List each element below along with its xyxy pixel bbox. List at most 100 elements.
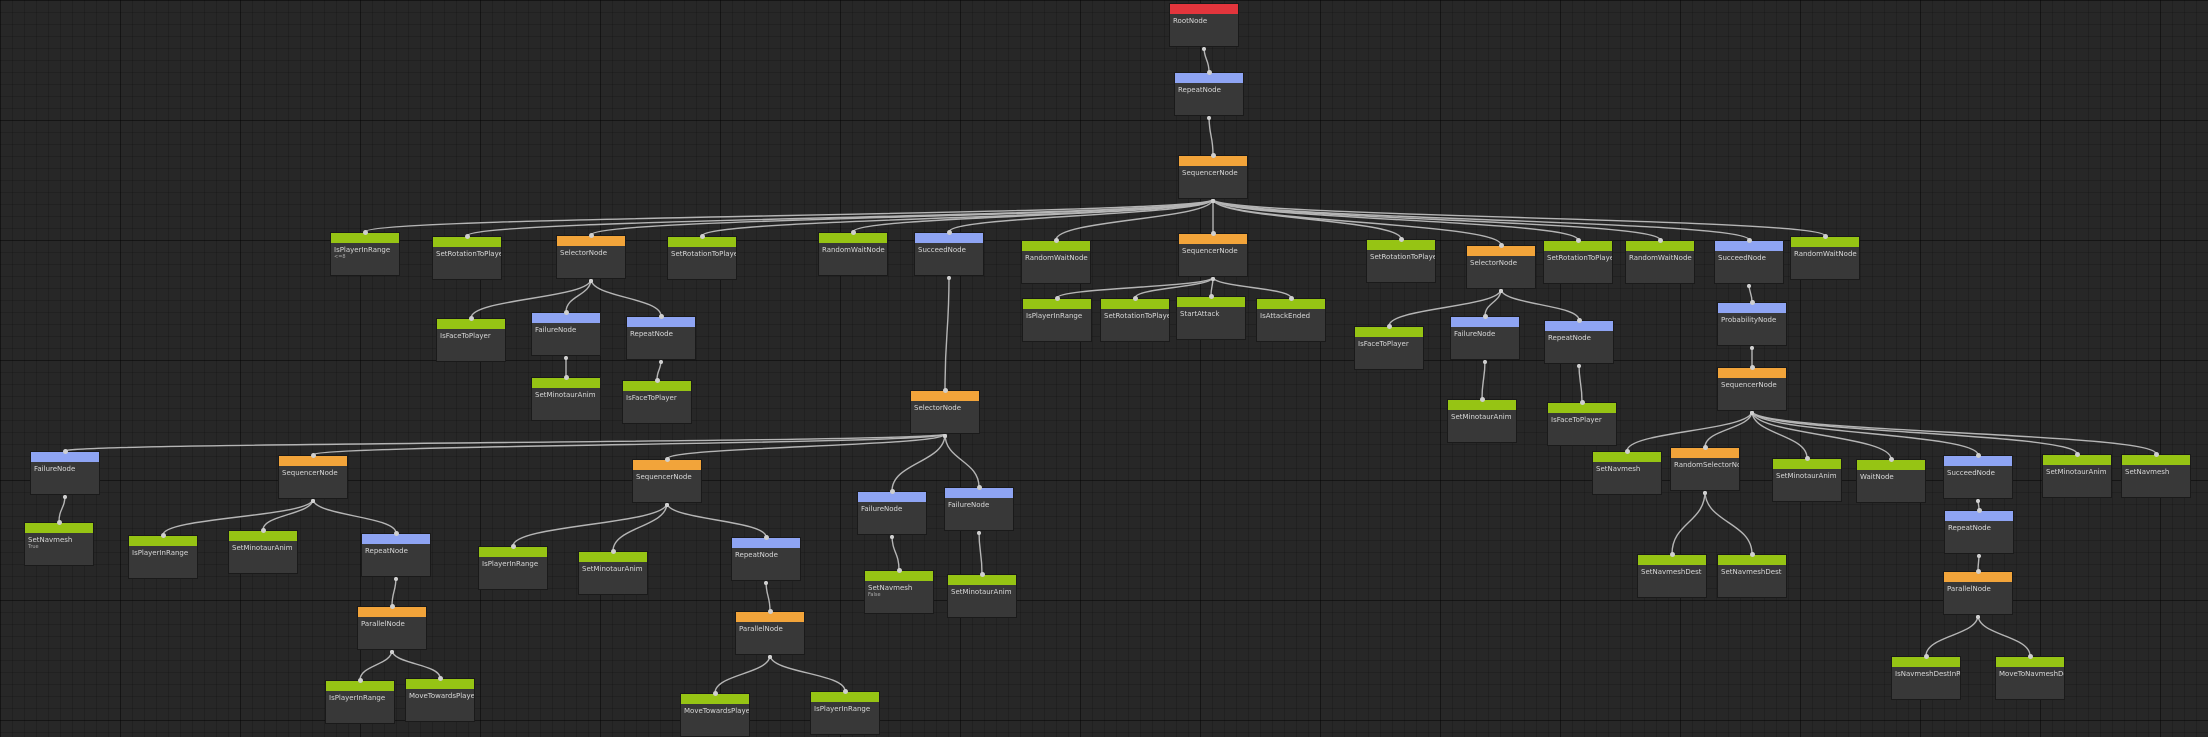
- input-port[interactable]: [1580, 400, 1585, 405]
- input-port[interactable]: [390, 604, 395, 609]
- input-port[interactable]: [1805, 456, 1810, 461]
- input-port[interactable]: [1387, 324, 1392, 329]
- node-action[interactable]: IsPlayerInRange: [1022, 296, 1092, 342]
- node-decorator[interactable]: SucceedNode: [1943, 453, 2013, 499]
- input-port[interactable]: [2154, 452, 2159, 457]
- input-port[interactable]: [57, 520, 62, 525]
- node-composite[interactable]: ParallelNode: [357, 604, 427, 650]
- node-composite[interactable]: ParallelNode: [1943, 569, 2013, 615]
- node-decorator[interactable]: SucceedNode: [1714, 238, 1784, 284]
- node-action[interactable]: IsFaceToPlayer: [622, 378, 692, 424]
- input-port[interactable]: [438, 676, 443, 681]
- input-port[interactable]: [1750, 365, 1755, 370]
- node-action[interactable]: IsFaceToPlayer: [1354, 324, 1424, 370]
- node-decorator[interactable]: FailureNode: [944, 485, 1014, 531]
- node-action[interactable]: RandomWaitNode: [1625, 238, 1695, 284]
- node-action[interactable]: SetMinotaurAnim: [2042, 452, 2112, 498]
- input-port[interactable]: [768, 609, 773, 614]
- node-action[interactable]: IsNavmeshDestInRange: [1891, 654, 1961, 700]
- node-decorator[interactable]: ProbabilityNode: [1717, 300, 1787, 346]
- node-composite[interactable]: SelectorNode: [1466, 243, 1536, 289]
- input-port[interactable]: [943, 388, 948, 393]
- input-port[interactable]: [2075, 452, 2080, 457]
- node-action[interactable]: SetMinotaurAnim: [578, 549, 648, 595]
- node-action[interactable]: MoveTowardsPlayer: [680, 691, 750, 737]
- input-port[interactable]: [1576, 238, 1581, 243]
- node-action[interactable]: IsPlayerInRange: [128, 533, 198, 579]
- node-decorator[interactable]: FailureNode: [30, 449, 100, 495]
- input-port[interactable]: [980, 572, 985, 577]
- input-port[interactable]: [1976, 569, 1981, 574]
- node-composite[interactable]: SequencerNode: [1717, 365, 1787, 411]
- node-decorator[interactable]: SucceedNode: [914, 230, 984, 276]
- node-action[interactable]: StartAttack: [1176, 294, 1246, 340]
- input-port[interactable]: [611, 549, 616, 554]
- node-decorator[interactable]: RepeatNode: [1944, 508, 2014, 554]
- node-root[interactable]: RootNode: [1169, 3, 1239, 47]
- node-action[interactable]: RandomWaitNode: [1021, 238, 1091, 284]
- node-decorator[interactable]: FailureNode: [531, 310, 601, 356]
- input-port[interactable]: [1289, 296, 1294, 301]
- input-port[interactable]: [1750, 552, 1755, 557]
- input-port[interactable]: [700, 234, 705, 239]
- input-port[interactable]: [465, 234, 470, 239]
- node-action[interactable]: SetNavmesh: [2121, 452, 2191, 498]
- node-action[interactable]: SetNavmeshDest: [1717, 552, 1787, 598]
- node-action[interactable]: SetMinotaurAnim: [531, 375, 601, 421]
- input-port[interactable]: [1209, 294, 1214, 299]
- input-port[interactable]: [1670, 552, 1675, 557]
- input-port[interactable]: [564, 375, 569, 380]
- node-action[interactable]: WaitNode: [1856, 457, 1926, 503]
- input-port[interactable]: [63, 449, 68, 454]
- input-port[interactable]: [1750, 300, 1755, 305]
- node-action[interactable]: RandomWaitNode: [1790, 234, 1860, 280]
- node-action[interactable]: IsPlayerInRange<=8: [330, 230, 400, 276]
- input-port[interactable]: [161, 533, 166, 538]
- input-port[interactable]: [764, 535, 769, 540]
- input-port[interactable]: [1133, 296, 1138, 301]
- node-action[interactable]: IsFaceToPlayer: [1547, 400, 1617, 446]
- node-action[interactable]: RandomWaitNode: [818, 230, 888, 276]
- input-port[interactable]: [655, 378, 660, 383]
- node-decorator[interactable]: RepeatNode: [1174, 70, 1244, 116]
- node-action[interactable]: SetMinotaurAnim: [1447, 397, 1517, 443]
- node-composite[interactable]: ParallelNode: [735, 609, 805, 655]
- input-port[interactable]: [1054, 238, 1059, 243]
- input-port[interactable]: [589, 233, 594, 238]
- input-port[interactable]: [1211, 153, 1216, 158]
- node-decorator[interactable]: RepeatNode: [1544, 318, 1614, 364]
- input-port[interactable]: [394, 531, 399, 536]
- input-port[interactable]: [947, 230, 952, 235]
- input-port[interactable]: [1211, 231, 1216, 236]
- node-composite[interactable]: RandomSelectorNode: [1670, 445, 1740, 491]
- input-port[interactable]: [665, 457, 670, 462]
- input-port[interactable]: [1658, 238, 1663, 243]
- node-action[interactable]: SetRotationToPlayer: [1543, 238, 1613, 284]
- node-action[interactable]: SetRotationToPlayer: [1366, 237, 1436, 283]
- input-port[interactable]: [1823, 234, 1828, 239]
- node-decorator[interactable]: RepeatNode: [626, 314, 696, 360]
- node-composite[interactable]: SequencerNode: [1178, 153, 1248, 199]
- input-port[interactable]: [1924, 654, 1929, 659]
- input-port[interactable]: [659, 314, 664, 319]
- input-port[interactable]: [261, 528, 266, 533]
- input-port[interactable]: [1977, 508, 1982, 513]
- input-port[interactable]: [897, 568, 902, 573]
- node-decorator[interactable]: RepeatNode: [731, 535, 801, 581]
- input-port[interactable]: [311, 453, 316, 458]
- input-port[interactable]: [1747, 238, 1752, 243]
- input-port[interactable]: [843, 689, 848, 694]
- input-port[interactable]: [358, 678, 363, 683]
- input-port[interactable]: [363, 230, 368, 235]
- node-composite[interactable]: SelectorNode: [910, 388, 980, 434]
- node-action[interactable]: SetNavmesh: [1592, 449, 1662, 495]
- node-action[interactable]: SetMinotaurAnim: [947, 572, 1017, 618]
- input-port[interactable]: [890, 489, 895, 494]
- input-port[interactable]: [1055, 296, 1060, 301]
- node-action[interactable]: MoveTowardsPlayer: [405, 676, 475, 722]
- node-action[interactable]: IsFaceToPlayer: [436, 316, 506, 362]
- input-port[interactable]: [1976, 453, 1981, 458]
- input-port[interactable]: [851, 230, 856, 235]
- node-composite[interactable]: SelectorNode: [556, 233, 626, 279]
